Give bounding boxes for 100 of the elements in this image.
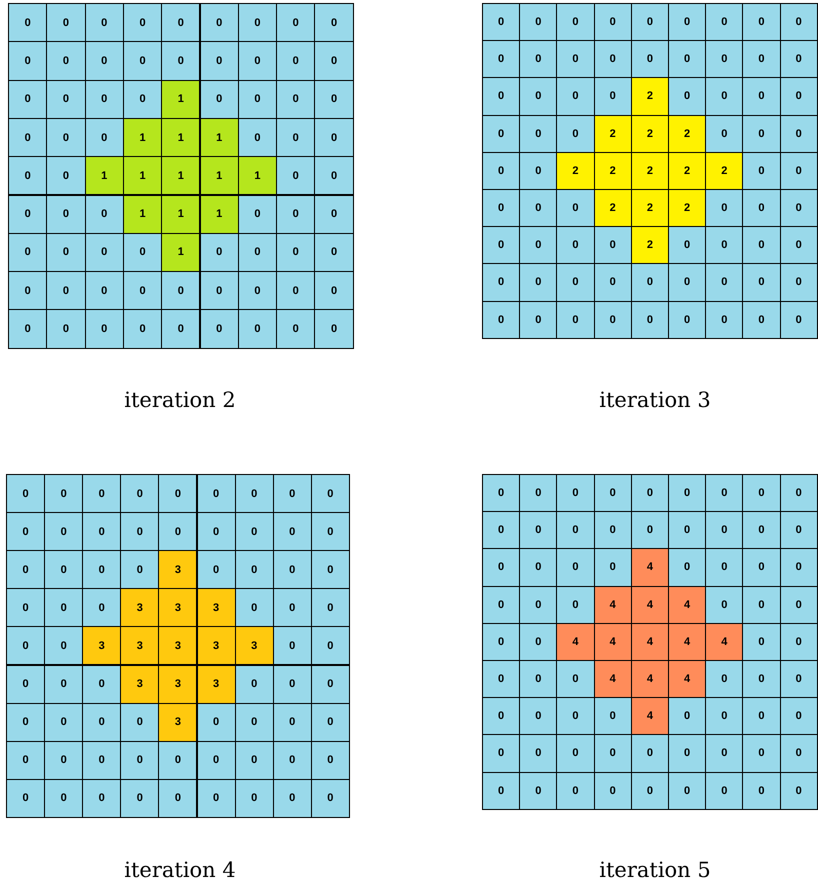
- grid-cell: 2: [705, 152, 744, 190]
- grid-cell: 0: [668, 263, 706, 302]
- grid-cell: 0: [310, 702, 350, 742]
- grid-cell: 0: [556, 189, 595, 228]
- grid-cell: 1: [122, 118, 162, 158]
- grid-cell: 0: [84, 3, 124, 42]
- grid-cell: 0: [705, 511, 744, 550]
- grid-cell: 0: [84, 41, 124, 81]
- grid-cell: 0: [668, 511, 706, 550]
- grid-cell: 0: [556, 772, 595, 810]
- grid-cell: 0: [482, 474, 520, 512]
- grid-cell: 0: [482, 226, 520, 264]
- grid-cell: 0: [234, 778, 274, 818]
- grid-cell: 0: [196, 740, 236, 780]
- grid-cell: 0: [519, 40, 558, 78]
- grid-cell: 0: [8, 3, 48, 42]
- grid-cell: 0: [668, 474, 706, 512]
- grid-cell: 0: [82, 512, 122, 552]
- grid-cell: 0: [705, 586, 744, 624]
- grid-cell: 0: [196, 512, 236, 552]
- grid-cell: 0: [272, 626, 312, 666]
- grid-cell: 0: [196, 550, 236, 590]
- grid-cell: 0: [594, 226, 632, 264]
- grid-cell: 0: [82, 702, 122, 742]
- grid-cell: 0: [314, 156, 354, 196]
- grid-cell: 0: [594, 734, 632, 773]
- grid-cell: 0: [594, 40, 632, 78]
- grid-cell: 0: [705, 772, 744, 810]
- grid-cell: 0: [158, 740, 198, 780]
- grid-cell: 0: [158, 474, 198, 514]
- grid-cell: 0: [310, 474, 350, 514]
- grid-cell: 0: [234, 474, 274, 514]
- grid-cell: 1: [122, 194, 162, 234]
- grid-cell: 4: [630, 660, 669, 698]
- grid-cell: 0: [519, 734, 558, 773]
- grid-cell: 1: [84, 156, 124, 196]
- grid-cell: 0: [668, 40, 706, 78]
- grid-cell: 0: [780, 77, 818, 116]
- grid-cell: 0: [8, 232, 48, 272]
- grid-cell: 0: [705, 474, 744, 512]
- grid-cell: 0: [780, 40, 818, 78]
- grid-cell: 0: [310, 588, 350, 628]
- grid-cell: 0: [120, 702, 160, 742]
- grid-cell: 1: [161, 118, 200, 158]
- grid-cell: 4: [594, 586, 632, 624]
- grid-cell: 0: [276, 309, 316, 349]
- grid-cell: 0: [200, 271, 239, 310]
- grid-cell: 0: [742, 772, 781, 810]
- grid-cell: 0: [519, 152, 558, 190]
- grid-cell: 0: [519, 3, 558, 42]
- grid-cell: 4: [556, 622, 595, 661]
- grid-cell: 0: [519, 697, 558, 736]
- grid-cell: 0: [276, 271, 316, 310]
- grid-cell: 0: [310, 626, 350, 666]
- grid-cell: 0: [742, 697, 781, 736]
- grid-cell: 0: [84, 271, 124, 310]
- grid-cell: 0: [46, 80, 86, 119]
- grid-cell: 0: [780, 114, 818, 153]
- grid-cell: 0: [314, 271, 354, 310]
- grid-cell: 0: [742, 511, 781, 550]
- grid-cell: 0: [594, 77, 632, 116]
- grid-cell: 0: [630, 772, 669, 810]
- grid-cell: 0: [276, 41, 316, 81]
- grid-cell: 0: [276, 194, 316, 234]
- grid-cell: 0: [482, 548, 520, 587]
- grid-cell: 0: [780, 660, 818, 698]
- grid-cell: 0: [556, 734, 595, 773]
- grid-cell: 0: [742, 40, 781, 78]
- grid-cell: 0: [122, 41, 162, 81]
- grid-cell: 0: [238, 271, 278, 310]
- grid-cell: 0: [161, 271, 200, 310]
- grid-cell: 0: [556, 263, 595, 302]
- grid-cell: 0: [276, 80, 316, 119]
- grid-cell: 0: [519, 77, 558, 116]
- grid-cell: 0: [630, 734, 669, 773]
- grid-cell: 0: [238, 194, 278, 234]
- grid-cell: 2: [556, 152, 595, 190]
- grid-cell: 0: [44, 778, 84, 818]
- grid-cell: 1: [238, 156, 278, 196]
- grid-cell: 0: [8, 156, 48, 196]
- grid-cell: 0: [234, 550, 274, 590]
- grid-cell: 0: [705, 114, 744, 153]
- grid-cell: 0: [630, 40, 669, 78]
- grid-cell: 0: [44, 626, 84, 666]
- grid-cell: 0: [46, 309, 86, 349]
- grid-cell: 2: [630, 226, 669, 264]
- grid-cell: 0: [705, 300, 744, 339]
- grid-cell: 2: [630, 114, 669, 153]
- grid-cell: 0: [519, 548, 558, 587]
- grid-cell: 0: [556, 697, 595, 736]
- grid-cell: 3: [120, 626, 160, 666]
- grid-cell: 0: [314, 41, 354, 81]
- grid-cell: 0: [594, 548, 632, 587]
- grid-cell: 0: [8, 271, 48, 310]
- grid-cell: 0: [44, 702, 84, 742]
- grid-cell: 0: [780, 622, 818, 661]
- grid-cell: 0: [238, 80, 278, 119]
- grid-cell: 3: [158, 626, 198, 666]
- grid-cell: 3: [158, 550, 198, 590]
- grid-cell: 0: [668, 226, 706, 264]
